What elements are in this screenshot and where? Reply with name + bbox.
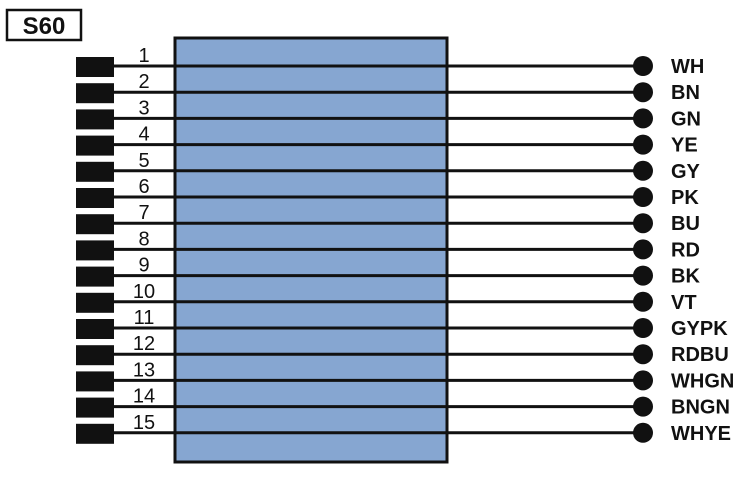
pin-terminal	[76, 319, 114, 339]
pin-terminal	[76, 83, 114, 104]
wire-color-label: GYPK	[671, 318, 728, 340]
wire-end-dot	[633, 82, 653, 103]
wire-color-label: WHGN	[671, 370, 734, 392]
pin-number: 6	[138, 176, 149, 198]
pin-terminal	[76, 292, 114, 313]
wire-end-dot	[633, 239, 653, 260]
connector-label-box: S60	[5, 8, 83, 42]
pin-terminal	[76, 135, 114, 156]
pin-number: 14	[133, 386, 155, 408]
pin-number: 11	[134, 307, 155, 329]
pin-number: 9	[138, 255, 149, 277]
pin-number: 2	[138, 71, 149, 93]
wire-color-label: VT	[671, 292, 697, 314]
wire-end-dot	[633, 108, 653, 129]
wire-end-dot	[633, 134, 653, 155]
wire-color-label: WH	[671, 56, 704, 78]
wire-end-dot	[633, 56, 653, 76]
wire-end-dot	[633, 318, 653, 338]
pin-terminal	[76, 371, 114, 392]
pin-terminal	[76, 423, 114, 444]
wire-end-dot	[633, 213, 653, 234]
pin-terminal	[76, 57, 114, 77]
pin-number: 7	[138, 202, 149, 224]
wire-end-dot	[633, 291, 653, 312]
pin-terminal	[76, 397, 114, 418]
wire-color-label: PK	[671, 187, 699, 209]
pin-terminal	[76, 214, 114, 235]
pin-terminal	[76, 240, 114, 261]
wire-color-label: YE	[671, 135, 698, 157]
connector-label-frame	[5, 8, 83, 42]
wire-end-dot	[633, 370, 653, 391]
wire-color-label: BN	[671, 82, 700, 104]
wire-end-dot	[633, 396, 653, 417]
wire-end-dot	[633, 187, 653, 207]
pin-number: 5	[138, 150, 149, 172]
pin-terminal	[76, 345, 114, 366]
wire-end-dot	[633, 160, 653, 181]
pin-number: 15	[133, 412, 155, 434]
wire-color-label: RD	[671, 239, 700, 261]
pin-number: 1	[138, 45, 149, 67]
wire-end-dot	[633, 422, 653, 443]
pin-number: 10	[133, 281, 155, 303]
wire-color-label: RDBU	[671, 344, 729, 366]
pin-terminal	[76, 188, 114, 208]
pin-number: 13	[133, 359, 155, 381]
wire-color-label: WHYE	[671, 423, 731, 445]
pin-terminal	[76, 109, 114, 130]
wire-color-label: BNGN	[671, 397, 730, 419]
wire-color-label: GY	[671, 161, 701, 183]
pin-number: 8	[138, 228, 149, 250]
pin-number: 4	[138, 124, 149, 146]
wire-color-label: BK	[671, 266, 700, 288]
pin-number: 12	[133, 333, 155, 355]
connector-label: S60	[23, 13, 66, 40]
wire-color-label: BU	[671, 213, 700, 235]
wire-color-label: GN	[671, 108, 701, 130]
pin-number: 3	[138, 97, 149, 119]
wire-end-dot	[633, 265, 653, 286]
pin-terminal	[76, 161, 114, 182]
pin-terminal	[76, 266, 114, 287]
wire-end-dot	[633, 344, 653, 365]
